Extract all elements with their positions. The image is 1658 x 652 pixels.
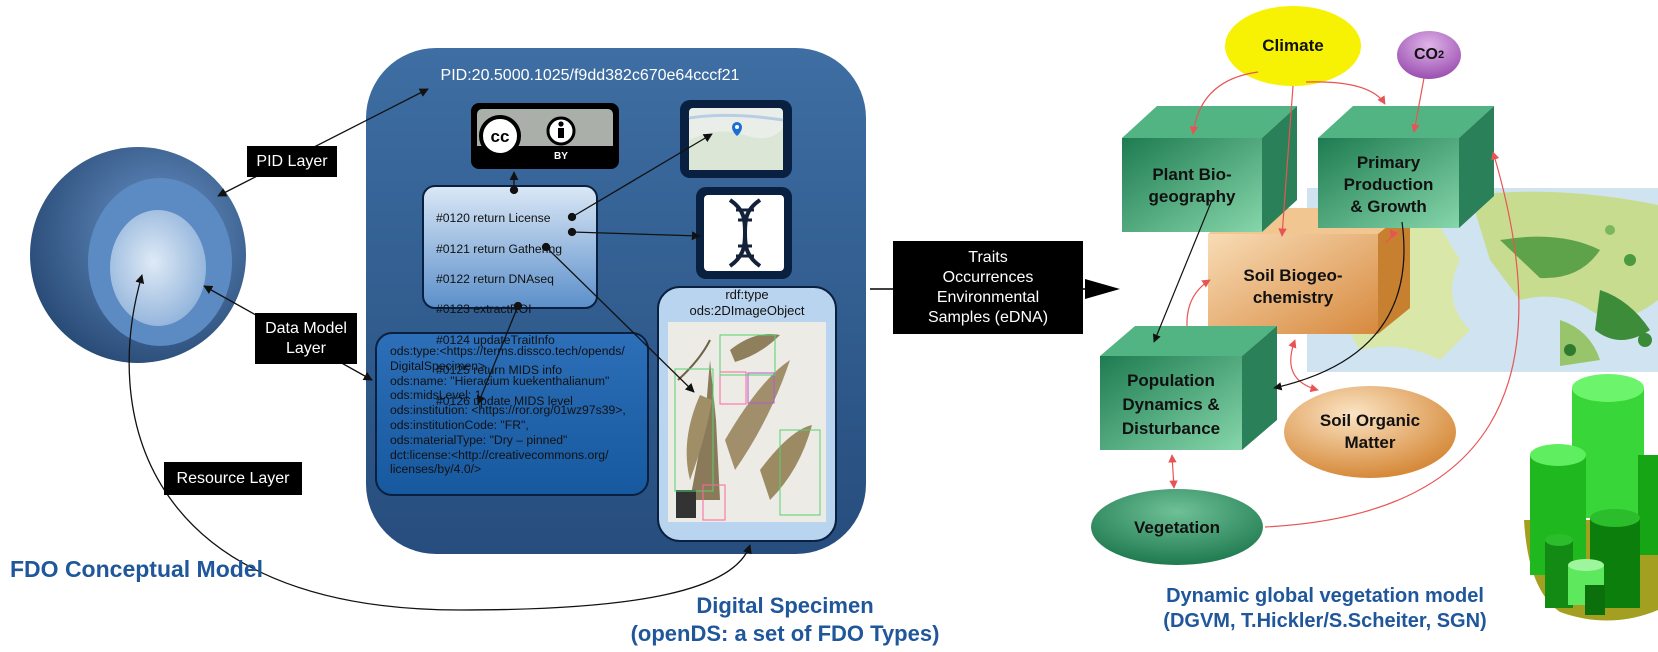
image-type-label: rdf:type ods:2DImageObject — [689, 287, 805, 318]
traits-box: Traits Occurrences Environmental Samples… — [893, 241, 1083, 334]
plant-biogeography-cube — [1122, 106, 1297, 232]
operation-item: #0124 updateTraitInfo — [436, 332, 555, 347]
fdo-title: FDO Conceptual Model — [10, 556, 263, 582]
svg-text:BY: BY — [554, 151, 568, 162]
map-pin-icon — [732, 122, 742, 136]
operation-item: #0126 update MIDS level — [436, 393, 573, 408]
operation-item: #0122 return DNAseq — [436, 272, 554, 287]
operation-item: #0121 return Gathering — [436, 241, 563, 256]
primary-production-label: Primary Production & Growth — [1343, 153, 1434, 216]
plant-biogeography-label: Plant Bio- geography — [1148, 165, 1236, 206]
data-model-layer-label: Data Model Layer — [255, 313, 357, 364]
vegetation-ellipse — [1091, 489, 1263, 565]
attributes-text: ods:type:<https://terms.dissco.tech/open… — [390, 344, 626, 477]
pid-value: PID:20.5000.1025/f9dd382c670e64cccf21 — [440, 67, 740, 84]
operations-list: #0120 return License #0121 return Gather… — [436, 196, 596, 424]
operation-item: #0125 return MIDS info — [436, 363, 563, 378]
globe-icon — [30, 147, 246, 363]
pid-layer-label: PID Layer — [247, 146, 337, 177]
co2-ellipse — [1397, 31, 1461, 79]
dgvm-title: Dynamic global vegetation model (DGVM, T… — [1163, 585, 1487, 632]
soil-organic-matter-ellipse — [1284, 386, 1456, 478]
primary-production-cube — [1318, 106, 1494, 228]
vegetation-label: Vegetation — [1134, 518, 1220, 537]
operation-item: #0120 return License — [436, 211, 551, 226]
soil-organic-matter-label: Soil Organic Matter — [1319, 411, 1421, 452]
map-thumbnail — [680, 100, 792, 178]
resource-layer-label: Resource Layer — [164, 462, 302, 495]
cc-by-badge: cc BY — [471, 103, 619, 169]
climate-label: Climate — [1262, 36, 1324, 55]
dgvm-red-arrows — [1168, 71, 1520, 528]
tree-cylinders-icon — [1524, 374, 1658, 621]
digital-specimen-title: Digital Specimen (openDS: a set of FDO T… — [630, 593, 940, 646]
herbarium-specimen-image — [668, 322, 826, 522]
soil-biogeochemistry-label: Soil Biogeo- chemistry — [1243, 266, 1343, 307]
population-dynamics-cube — [1100, 326, 1277, 450]
population-dynamics-label: Population Dynamics & Disturbance — [1121, 371, 1221, 438]
climate-ellipse — [1225, 6, 1361, 86]
dna-thumbnail — [696, 187, 792, 279]
operation-item: #0123 extractROI — [436, 302, 532, 317]
dgvm-black-arrows — [1152, 199, 1405, 391]
dna-icon — [728, 198, 762, 268]
svg-text:cc: cc — [491, 127, 510, 146]
